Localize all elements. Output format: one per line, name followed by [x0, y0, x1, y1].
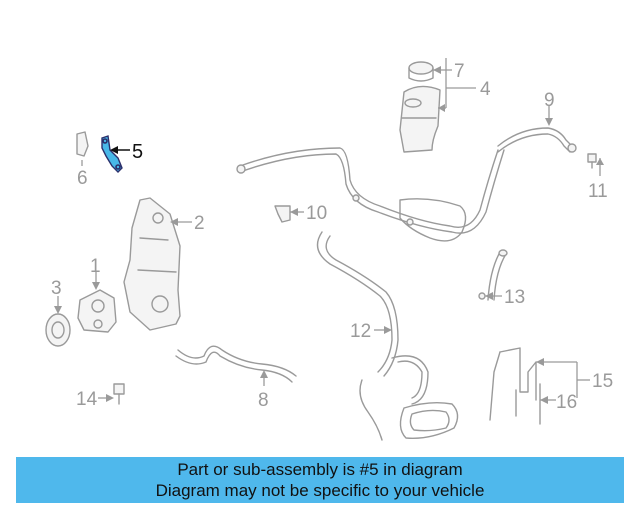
banner-line-1: Part or sub-assembly is #5 in diagram — [177, 460, 463, 479]
callout-4: 4 — [480, 79, 491, 100]
callout-1: 1 — [90, 256, 101, 277]
bracket-part-5-highlighted — [101, 135, 130, 173]
callout-16: 16 — [556, 392, 577, 413]
pressure-hose — [236, 147, 505, 242]
clip-part-10 — [274, 205, 304, 223]
pulley-part-3 — [45, 296, 71, 347]
callout-14: 14 — [76, 389, 98, 410]
reservoir-cap-part-7 — [408, 61, 452, 82]
banner-line-2: Diagram may not be specific to your vehi… — [155, 481, 485, 500]
callout-5: 5 — [132, 141, 143, 163]
bolt-part-14 — [98, 383, 125, 405]
bushing-part-6 — [76, 131, 89, 166]
callout-2: 2 — [194, 213, 205, 234]
timing-cover-part-2 — [123, 197, 192, 331]
return-hose-part-12 — [316, 231, 459, 441]
info-banner: Part or sub-assembly is #5 in diagram Di… — [16, 457, 624, 503]
hose-part-8 — [175, 345, 297, 386]
callout-6: 6 — [77, 168, 88, 189]
bolt-part-11 — [587, 153, 604, 176]
pump-part-1 — [77, 272, 117, 333]
callout-11: 11 — [588, 181, 608, 202]
hose-part-13 — [478, 249, 508, 301]
callout-13: 13 — [504, 287, 525, 308]
hose-part-9 — [497, 106, 577, 153]
callout-7: 7 — [454, 61, 465, 82]
reservoir-part-4 — [399, 58, 476, 153]
callout-12: 12 — [350, 321, 371, 342]
callout-8: 8 — [258, 390, 269, 411]
callout-15: 15 — [592, 371, 613, 392]
bracket-part-15 — [489, 347, 590, 425]
callout-3: 3 — [51, 278, 62, 299]
callout-10: 10 — [306, 203, 327, 224]
callout-9: 9 — [544, 90, 555, 111]
